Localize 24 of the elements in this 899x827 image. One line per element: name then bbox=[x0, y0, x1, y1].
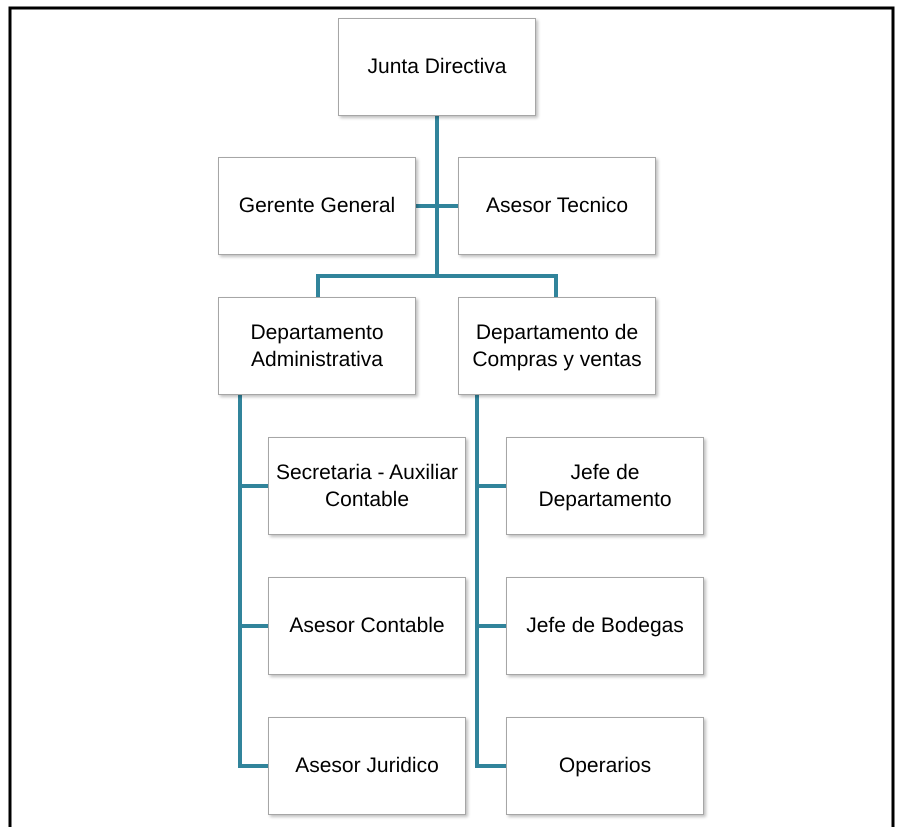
box-label: Asesor Tecnico bbox=[486, 193, 628, 220]
box-label: Jefe de Departamento bbox=[537, 460, 673, 513]
box-label: Operarios bbox=[558, 753, 652, 780]
box-label: Asesor Contable bbox=[289, 613, 445, 640]
org-box bbox=[268, 577, 466, 675]
org-box bbox=[506, 717, 704, 815]
box-label: Departamento Administrativa bbox=[249, 320, 385, 373]
box-label: Secretaria - Auxiliar Contable bbox=[274, 460, 460, 513]
org-box bbox=[218, 297, 416, 395]
box-label: Asesor Juridico bbox=[295, 753, 439, 780]
org-box bbox=[458, 157, 656, 255]
org-box bbox=[506, 437, 704, 535]
box-label: Junta Directiva bbox=[368, 54, 506, 80]
box-label: Gerente General bbox=[238, 193, 396, 220]
box-label: Jefe de Bodegas bbox=[526, 613, 684, 640]
org-box bbox=[506, 577, 704, 675]
org-box bbox=[338, 18, 536, 116]
org-box bbox=[218, 157, 416, 255]
connector-line bbox=[475, 395, 506, 768]
box-label: Departamento de Compras y ventas bbox=[471, 320, 643, 373]
org-box bbox=[458, 297, 656, 395]
org-box bbox=[268, 437, 466, 535]
connector-line bbox=[238, 395, 268, 768]
org-box bbox=[268, 717, 466, 815]
